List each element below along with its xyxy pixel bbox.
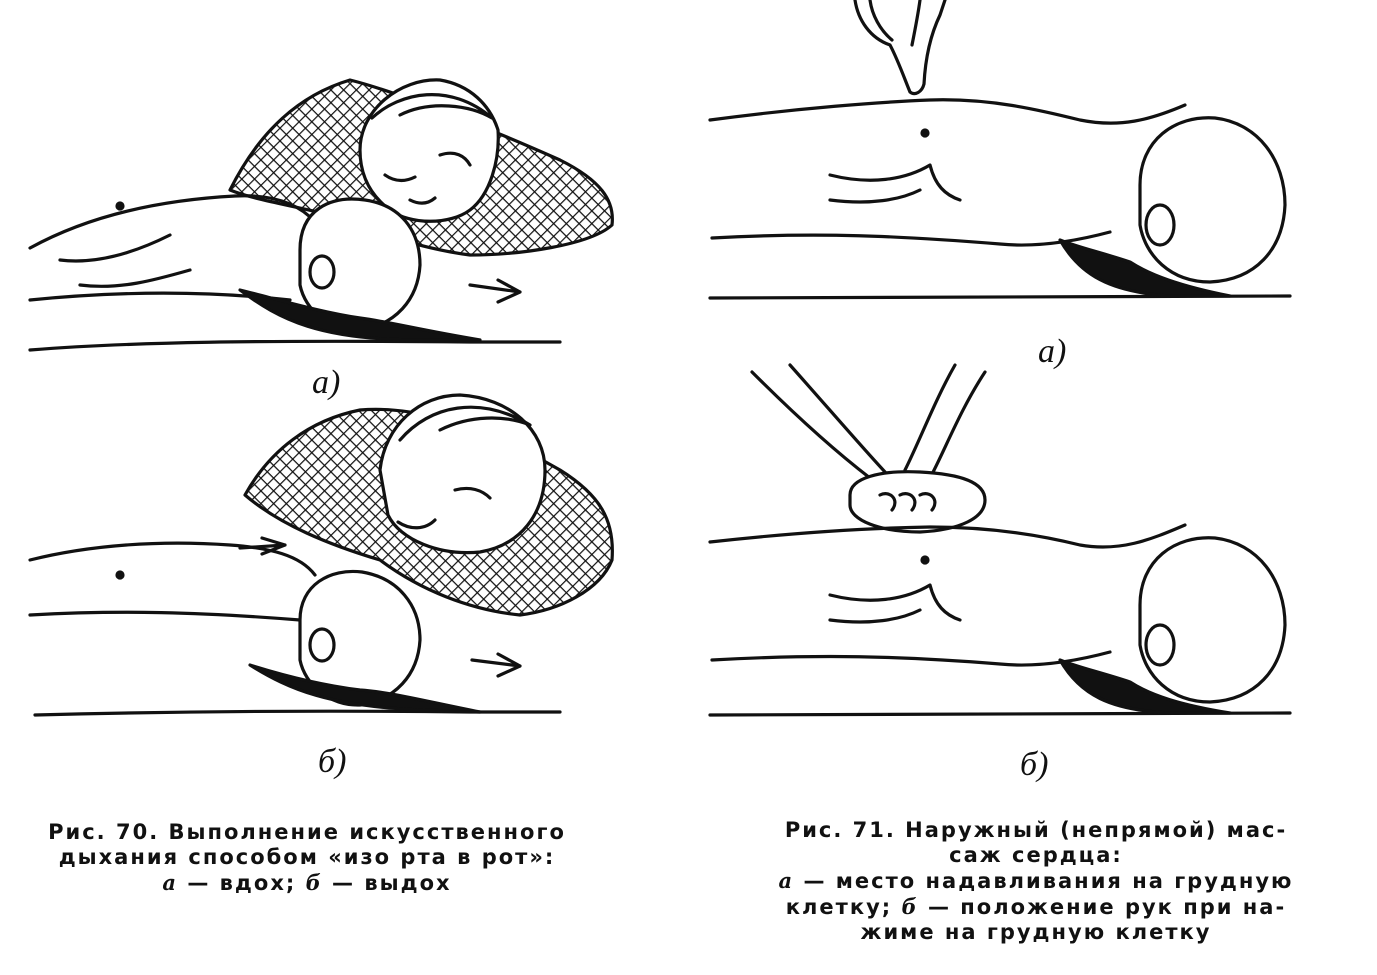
fig70-legend-a-letter: а [162, 870, 179, 895]
ground-shadow-b [248, 663, 482, 714]
patient-head-d [1138, 536, 1287, 704]
ground-shadow-d [1058, 658, 1232, 715]
fig71-caption: Рис. 71. Наружный (непрямой) мас- саж се… [722, 818, 1350, 945]
rescuer-arm-right [903, 363, 987, 480]
fig71-legend-line2: клетку; б — положение рук при на- [722, 894, 1350, 920]
fig70-caption: Рис. 70. Выполнение искусственного дыхан… [6, 820, 608, 896]
fig71-panel-a-illustration [708, 0, 1292, 300]
fig70-legend-b-letter: б [305, 870, 323, 895]
ground-shadow-c [1058, 238, 1232, 298]
compression-hands [848, 470, 987, 534]
patient-head-c [1138, 116, 1287, 284]
fig70-caption-line1: Рис. 70. Выполнение искусственного [48, 820, 566, 844]
fig71-legend-line2-post: — положение рук при на- [918, 895, 1287, 919]
fig71-legend-a-letter: а [778, 868, 795, 893]
fig71-label-b: б) [1020, 746, 1049, 783]
ground-shadow-a [238, 288, 482, 342]
fig71-legend-b-letter: б [901, 894, 919, 919]
fig70-caption-line2: дыхания способом «изо рта в рот»: [58, 845, 556, 869]
fig70-legend-a-text: — вдох; [178, 871, 306, 895]
rescuer-head-b [378, 393, 547, 555]
fig71-legend-line2-pre: клетку; [785, 895, 902, 919]
fig70-legend-b-text: — выдох [322, 871, 452, 895]
fig70-panel-a-illustration [28, 78, 614, 352]
fig71-legend-line3: жиме на грудную клетку [860, 920, 1212, 944]
fig70-legend: а — вдох; б — выдох [6, 870, 608, 896]
rescuer-arm-left [750, 363, 887, 480]
fig71-caption-line2: саж сердца: [949, 843, 1123, 867]
fig71-legend-a-text: — место надавливания на грудную [794, 869, 1294, 893]
fig70-label-b: б) [318, 743, 347, 780]
patient-body-b [28, 541, 562, 717]
fig71-panel-b-illustration [708, 363, 1292, 717]
pointing-hand [853, 0, 947, 96]
fig71-caption-line1: Рис. 71. Наружный (непрямой) мас- [784, 818, 1288, 842]
fig70-label-a: а) [312, 364, 341, 401]
fig71-label-a: а) [1038, 333, 1067, 370]
fig70-panel-b-illustration [28, 393, 614, 717]
fig71-legend-line1: а — место надавливания на грудную [722, 868, 1350, 894]
